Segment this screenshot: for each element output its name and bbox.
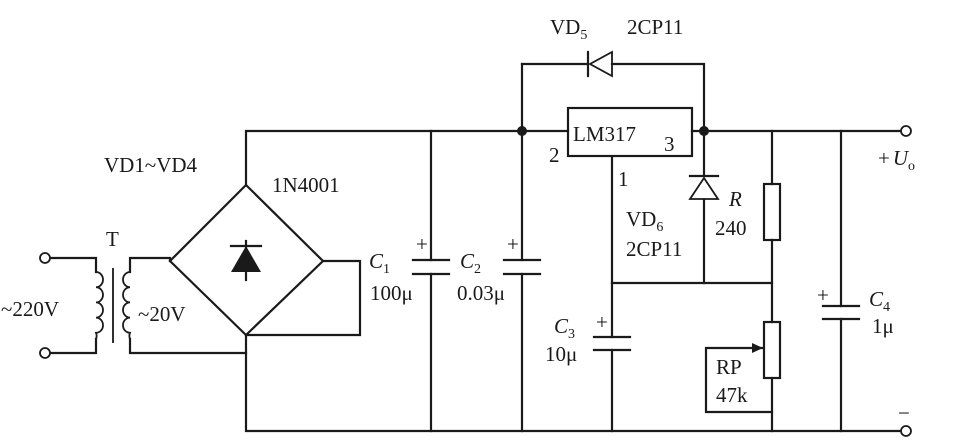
input-voltage-label: ~220V	[1, 297, 59, 321]
diode-vd5	[586, 50, 613, 78]
lm317-label: LM317	[573, 122, 636, 146]
c2-plus: +	[507, 232, 519, 256]
primary-bottom	[49, 337, 98, 355]
capacitor-c3	[592, 335, 632, 352]
pin3-label: 3	[664, 132, 675, 156]
lm317-box	[566, 106, 694, 158]
rp-wiper-arrow	[752, 343, 763, 353]
c4-value: 1μ	[872, 314, 894, 338]
resistor-r	[762, 182, 782, 242]
rp-label: RP	[716, 355, 742, 379]
rail-top-left	[244, 129, 570, 187]
wires	[49, 62, 902, 433]
capacitor-c2	[502, 258, 542, 276]
pin1-label: 1	[618, 167, 629, 191]
primary-coil	[94, 271, 104, 340]
bridge-part-label: 1N4001	[272, 173, 340, 197]
capacitor-c4	[821, 304, 861, 321]
vd5-wire-right	[610, 62, 706, 133]
output-minus-label: −	[898, 401, 910, 425]
c1-plus: +	[416, 232, 428, 256]
c1-value: 100μ	[370, 281, 413, 305]
bridge-rectifier	[168, 183, 325, 337]
pin2-label: 2	[549, 143, 560, 167]
secondary-top	[128, 256, 172, 274]
vd5-triangle	[588, 50, 613, 78]
c3-plus: +	[596, 310, 608, 334]
bridge-return	[244, 259, 362, 337]
vd5-part-label: 2CP11	[627, 15, 683, 39]
junction-output	[699, 126, 709, 136]
c1-label: C1	[369, 249, 390, 277]
rail-bottom	[244, 333, 902, 433]
rp-wiper-loop	[704, 346, 774, 414]
junction-c2-top	[517, 126, 527, 136]
rp-body	[762, 320, 782, 380]
primary-top	[49, 256, 98, 274]
capacitor-c1	[411, 258, 451, 276]
c3-value: 10μ	[545, 342, 577, 366]
transformer	[94, 268, 132, 343]
secondary-bottom	[128, 337, 248, 355]
rp-value: 47k	[716, 383, 748, 407]
secondary-voltage-label: ~20V	[138, 302, 186, 326]
c3-label: C3	[554, 314, 575, 342]
output-terminal-minus	[900, 425, 912, 437]
c4-plus: +	[817, 283, 829, 307]
r-label: R	[728, 187, 742, 211]
potentiometer-rp	[752, 320, 782, 380]
bridge-label: VD1~VD4	[104, 153, 198, 177]
output-terminal-plus	[900, 125, 912, 137]
c2-label: C2	[460, 249, 481, 277]
input-terminal-bottom	[39, 347, 51, 359]
vd6-triangle	[688, 176, 720, 200]
vd6-label: VD6	[626, 207, 663, 235]
input-terminal-top	[39, 252, 51, 264]
c2-value: 0.03μ	[457, 281, 505, 305]
secondary-coil	[122, 271, 132, 340]
vd5-label: VD5	[550, 15, 587, 43]
vd6-part-label: 2CP11	[626, 237, 682, 261]
bridge-diamond	[168, 183, 325, 337]
transformer-label: T	[106, 227, 119, 251]
c4-label: C4	[869, 287, 890, 315]
output-plus-label: +Uo	[878, 146, 915, 174]
r-value: 240	[715, 216, 747, 240]
diode-vd6	[688, 174, 720, 200]
